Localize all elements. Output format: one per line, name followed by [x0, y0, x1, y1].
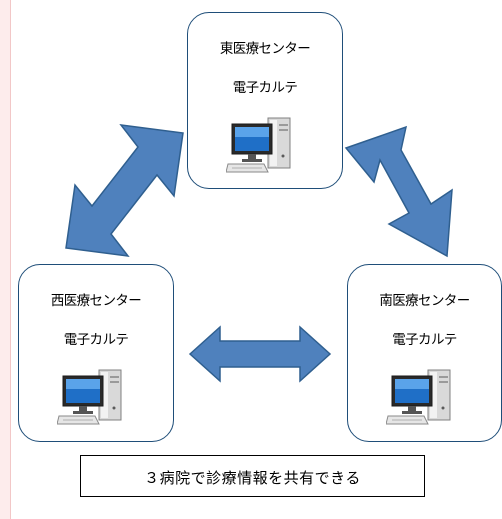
south-center-title: 南医療センター [379, 293, 470, 309]
arrow-west-east [65, 124, 184, 257]
west-center-title: 西医療センター [50, 293, 142, 309]
caption-box: ３病院で診療情報を共有できる [80, 455, 425, 497]
south-emr-label: 電子カルテ [392, 332, 457, 348]
desktop-computer-icon [226, 117, 291, 173]
east-emr-label: 電子カルテ [232, 80, 298, 96]
west-emr-label: 電子カルテ [63, 332, 129, 348]
arrow-west-south [188, 325, 332, 383]
desktop-computer-icon [386, 369, 451, 425]
left-margin-line [10, 0, 11, 519]
south-center-node: 南医療センター 電子カルテ [347, 264, 502, 442]
east-center-node: 東医療センター 電子カルテ [187, 12, 343, 189]
left-margin-band [0, 0, 10, 519]
east-center-title: 東医療センター [219, 41, 311, 57]
arrow-east-south [344, 125, 453, 258]
west-center-node: 西医療センター 電子カルテ [18, 264, 174, 442]
caption-text: ３病院で診療情報を共有できる [144, 469, 361, 487]
desktop-computer-icon [57, 369, 122, 425]
